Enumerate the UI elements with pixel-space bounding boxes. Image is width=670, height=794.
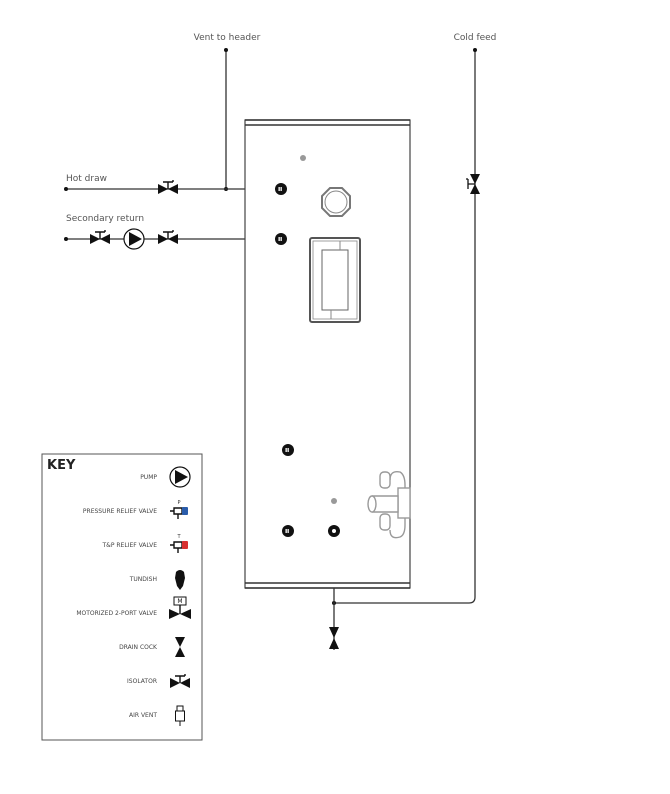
cold-feed-pipe <box>332 48 480 605</box>
drain-cock-icon <box>175 637 185 657</box>
key-label: PRESSURE RELIEF VALVE <box>83 508 157 515</box>
key-label: ISOLATOR <box>127 678 157 685</box>
air-vent-icon <box>175 705 185 726</box>
key-legend: KEY PUMP PRESSURE RELIEF VALVE P T&P REL… <box>41 453 203 741</box>
isolator-icon <box>157 229 179 245</box>
motorized-valve-icon: M <box>169 596 191 619</box>
key-label: DRAIN COCK <box>119 644 158 651</box>
pump-icon <box>123 228 145 250</box>
key-label: MOTORIZED 2-PORT VALVE <box>76 610 157 617</box>
isolator-icon <box>157 179 179 195</box>
pump-icon <box>169 466 191 488</box>
secondary-return-pipe <box>64 228 280 250</box>
secondary-return-label: Secondary return <box>66 214 144 224</box>
coil-fitting <box>367 470 411 539</box>
hot-draw-label: Hot draw <box>66 174 107 184</box>
pressure-relief-valve-icon: P <box>170 500 188 519</box>
vent-to-header-label: Vent to header <box>194 33 261 43</box>
vent-pipe <box>224 48 228 191</box>
isolator-icon <box>89 229 111 245</box>
key-label: PUMP <box>140 474 157 481</box>
tp-relief-valve-icon: T <box>170 534 188 553</box>
key-label: T&P RELIEF VALVE <box>102 542 158 549</box>
key-label: TUNDISH <box>129 576 157 583</box>
cylinder <box>244 119 411 589</box>
key-title: KEY <box>47 458 76 473</box>
immersion-panel <box>309 237 361 323</box>
svg-text:P: P <box>177 500 180 506</box>
drain-cock-icon <box>329 627 339 649</box>
svg-text:M: M <box>177 598 182 605</box>
hot-draw-pipe <box>64 179 280 195</box>
cold-feed-label: Cold feed <box>454 33 497 43</box>
key-label: AIR VENT <box>129 712 157 719</box>
svg-text:T: T <box>176 534 181 540</box>
tundish-icon <box>175 570 185 590</box>
